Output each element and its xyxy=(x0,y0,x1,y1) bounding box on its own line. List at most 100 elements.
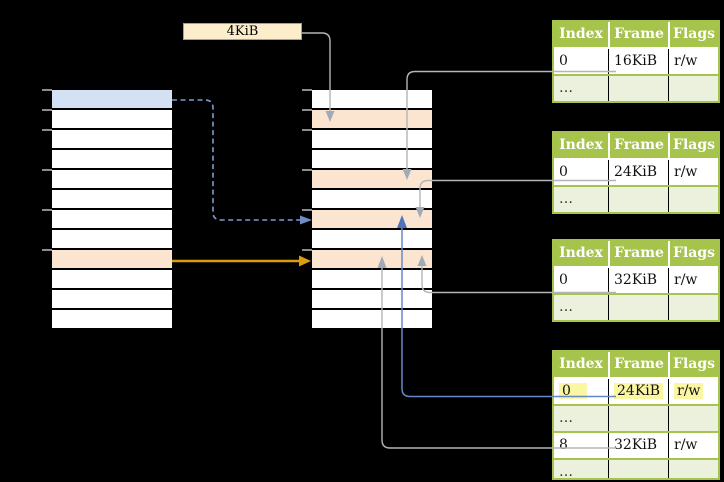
memory-row xyxy=(312,250,432,270)
table-cell: 0 xyxy=(559,272,568,288)
arrowhead-virtual-page-orange xyxy=(299,255,311,267)
table-cell: r/w xyxy=(668,160,718,185)
table-cell: … xyxy=(554,460,608,478)
column-header: Index xyxy=(554,352,608,377)
column-header: Flags xyxy=(668,352,718,377)
physical-memory-column xyxy=(312,90,432,330)
memory-row xyxy=(312,170,432,190)
table-cell: 32KiB xyxy=(608,268,668,293)
table-row: … xyxy=(554,74,718,101)
column-header: Index xyxy=(554,241,608,266)
table-row: … xyxy=(554,185,718,212)
memory-row xyxy=(52,110,172,130)
table-cell xyxy=(608,295,668,320)
memory-row xyxy=(312,310,432,330)
column-header: Frame xyxy=(608,22,668,47)
arrowhead-virtual-page-dashed xyxy=(300,215,312,225)
memory-row xyxy=(52,230,172,250)
tick-mark xyxy=(302,249,312,251)
memory-row xyxy=(52,90,172,110)
memory-row xyxy=(52,210,172,230)
tick-mark xyxy=(42,169,52,171)
tick-mark xyxy=(42,249,52,251)
table-cell: r/w xyxy=(668,49,718,74)
table-cell: 24KiB xyxy=(608,160,668,185)
highlighted-value: 0 xyxy=(559,383,587,399)
table-cell: … xyxy=(554,187,608,212)
memory-row xyxy=(52,150,172,170)
table-cell xyxy=(608,406,668,431)
column-header: Frame xyxy=(608,241,668,266)
column-header: Frame xyxy=(608,133,668,158)
memory-row xyxy=(312,210,432,230)
table-cell xyxy=(668,460,718,478)
tick-mark xyxy=(42,89,52,91)
tick-mark xyxy=(302,129,312,131)
column-header: Flags xyxy=(668,133,718,158)
page-size-label: 4KiB xyxy=(183,23,302,40)
arrow-virtual-page-dashed xyxy=(172,99,300,221)
memory-row xyxy=(52,130,172,150)
tick-mark xyxy=(302,169,312,171)
table-cell: 0 xyxy=(559,53,568,69)
tick-mark xyxy=(302,109,312,111)
column-header: Flags xyxy=(668,22,718,47)
table-cell xyxy=(668,295,718,320)
table-cell: 0 xyxy=(554,379,608,404)
table-cell xyxy=(608,460,668,478)
memory-row xyxy=(312,90,432,110)
table-cell: … xyxy=(554,76,608,101)
memory-row xyxy=(52,170,172,190)
table-row: 0 24KiB r/w xyxy=(554,379,718,404)
memory-row xyxy=(52,290,172,310)
table-cell: … xyxy=(554,406,608,431)
tick-mark xyxy=(302,209,312,211)
memory-row xyxy=(52,190,172,210)
table-cell: r/w xyxy=(668,433,718,458)
memory-row xyxy=(312,130,432,150)
column-header: Index xyxy=(554,133,608,158)
tick-mark xyxy=(302,89,312,91)
table-cell: 16KiB xyxy=(608,49,668,74)
table-row: … xyxy=(554,404,718,431)
highlighted-value: r/w xyxy=(674,383,704,399)
table-cell: r/w xyxy=(668,268,718,293)
table-cell: 24KiB xyxy=(608,379,668,404)
column-header: Index xyxy=(554,22,608,47)
column-header: Frame xyxy=(608,352,668,377)
table-cell xyxy=(608,187,668,212)
memory-row xyxy=(312,290,432,310)
table-row: … xyxy=(554,458,718,478)
memory-row xyxy=(312,230,432,250)
table-cell xyxy=(668,187,718,212)
memory-row xyxy=(312,150,432,170)
memory-row xyxy=(312,270,432,290)
column-header: Flags xyxy=(668,241,718,266)
table-cell: … xyxy=(554,295,608,320)
table-cell xyxy=(608,76,668,101)
table-cell: 8 xyxy=(559,437,568,453)
memory-row xyxy=(52,270,172,290)
table-cell: r/w xyxy=(668,379,718,404)
tick-mark xyxy=(42,109,52,111)
table-cell: 0 xyxy=(559,164,568,180)
memory-row xyxy=(52,250,172,270)
table-cell: 32KiB xyxy=(608,433,668,458)
table-cell xyxy=(668,406,718,431)
tick-mark xyxy=(42,129,52,131)
table-row: … xyxy=(554,293,718,320)
memory-row xyxy=(52,310,172,330)
highlighted-value: 24KiB xyxy=(614,383,664,399)
memory-row xyxy=(312,190,432,210)
